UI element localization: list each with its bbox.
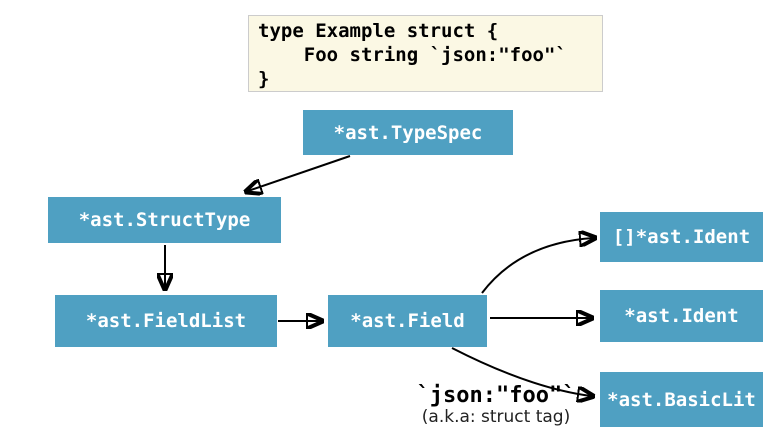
node-label: *ast.TypeSpec — [333, 121, 483, 144]
node-ast-basiclit: *ast.BasicLit — [600, 372, 763, 427]
struct-tag-note: (a.k.a: struct tag) — [421, 407, 571, 427]
arrow-field-to-ident-slice — [481, 238, 593, 294]
node-ast-field: *ast.Field — [328, 295, 487, 347]
node-label: *ast.Ident — [624, 305, 739, 327]
node-label: []*ast.Ident — [612, 226, 751, 248]
arrow-typespec-to-structtype — [248, 155, 351, 191]
code-line-3: } — [258, 68, 270, 90]
node-ast-typespec: *ast.TypeSpec — [303, 110, 513, 155]
node-label: *ast.FieldList — [85, 310, 247, 332]
struct-tag-value: `json:"foo"` — [416, 383, 576, 408]
code-line-1: type Example struct { — [258, 20, 499, 42]
struct-tag-annotation: `json:"foo"` (a.k.a: struct tag) — [396, 384, 596, 427]
node-ast-structtype: *ast.StructType — [48, 197, 281, 243]
code-snippet: type Example struct { Foo string `json:"… — [248, 15, 603, 92]
node-label: *ast.BasicLit — [607, 388, 756, 411]
node-label: *ast.Field — [350, 310, 465, 332]
code-line-2: Foo string `json:"foo"` — [258, 44, 567, 66]
node-ast-ident-slice: []*ast.Ident — [600, 212, 763, 262]
node-ast-fieldlist: *ast.FieldList — [55, 295, 277, 347]
node-ast-ident: *ast.Ident — [600, 290, 763, 342]
node-label: *ast.StructType — [78, 209, 251, 231]
